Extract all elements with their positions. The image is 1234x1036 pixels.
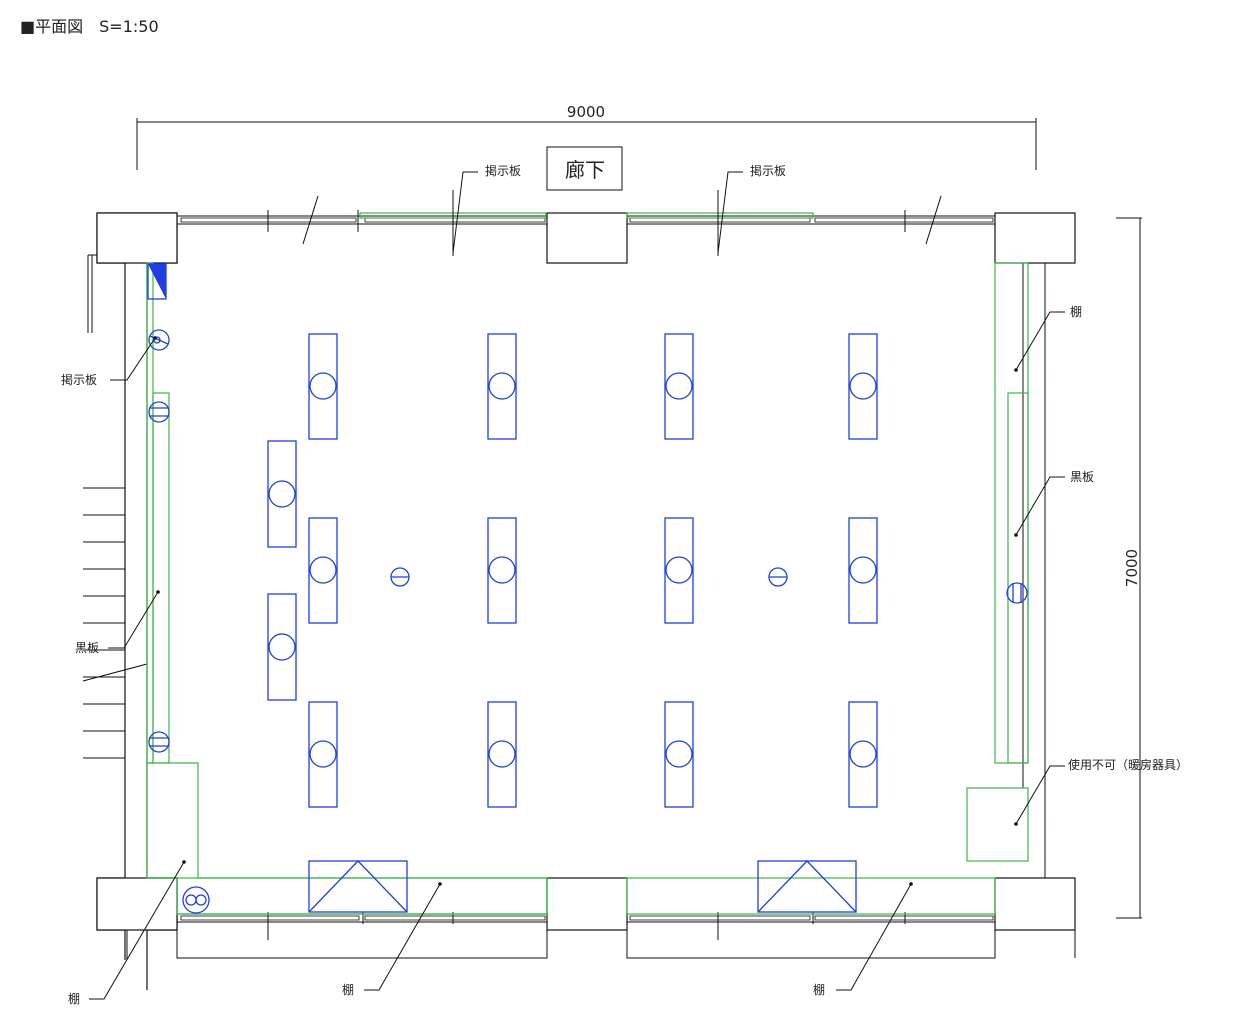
furniture — [147, 263, 1028, 914]
dimension-vertical: 7000 — [1116, 217, 1142, 919]
wall-devices-left — [148, 329, 170, 753]
desk-row-2 — [308, 517, 878, 624]
label-shelf-bottom-left: 棚 — [68, 991, 80, 1006]
scale-text: S=1:50 — [99, 17, 159, 36]
walls — [87, 212, 1076, 990]
window-boxes — [308, 860, 857, 913]
distribution-panel — [147, 263, 167, 300]
desk-extra — [267, 440, 297, 701]
dimension-horizontal: 9000 — [136, 103, 1037, 170]
corner-device — [182, 886, 210, 914]
fixtures — [146, 262, 1029, 915]
wall-device-right — [1006, 582, 1028, 604]
label-shelf-right: 棚 — [1070, 304, 1082, 319]
dimension-height-label: 7000 — [1123, 549, 1141, 587]
annotations: 掲示板 掲示板 掲示板 黒板 棚 棚 棚 棚 黒板 — [61, 163, 1188, 1006]
corridor-windows — [177, 195, 995, 245]
ceiling-devices — [390, 567, 788, 587]
plan-title: ■平面図 S=1:50 — [20, 13, 159, 37]
label-notice-board-left: 掲示板 — [61, 372, 97, 387]
label-blackboard-right: 黒板 — [1070, 470, 1094, 484]
plan-title-text: ■平面図 — [20, 17, 84, 36]
left-stair-lines — [82, 487, 148, 759]
label-blackboard-left: 黒板 — [75, 641, 99, 655]
dimension-width-label: 9000 — [567, 103, 605, 121]
corridor-label: 廊下 — [565, 158, 605, 182]
label-notice-board-top-right: 掲示板 — [750, 163, 786, 178]
desk-row-3 — [308, 701, 878, 808]
label-unusable-heater: 使用不可（暖房器具） — [1068, 757, 1188, 772]
label-notice-board-top-left: 掲示板 — [485, 163, 521, 178]
corridor-label-box: 廊下 — [546, 146, 623, 191]
label-shelf-bottom-middle: 棚 — [342, 982, 354, 997]
label-shelf-bottom-right: 棚 — [813, 982, 825, 997]
desk-row-1 — [308, 333, 878, 440]
